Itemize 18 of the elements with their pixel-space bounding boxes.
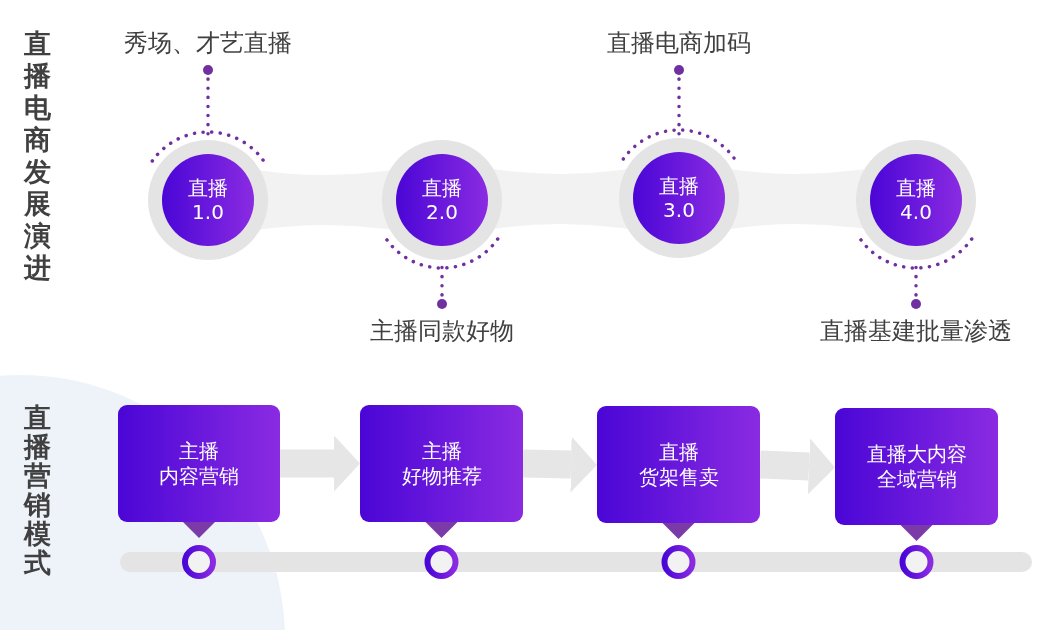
callout-text: 秀场、才艺直播 [124,28,292,58]
mode-card: 直播大内容 全域营销 [835,408,998,525]
stage-circle: 直播 1.0 [148,140,268,260]
callout-text: 直播基建批量渗透 [820,316,1012,346]
mode-card: 直播 货架售卖 [597,406,760,523]
callout-text: 主播同款好物 [370,316,514,346]
block-arrow [759,438,835,495]
block-arrow [280,435,360,492]
stage-circle: 直播 3.0 [619,138,739,258]
vertical-heading: 直播营销模式 [22,403,52,577]
stage-circle: 直播 2.0 [382,140,502,260]
callout-text: 直播电商加码 [607,28,751,58]
stage-circle: 直播 4.0 [856,140,976,260]
block-arrow [522,436,597,493]
mode-card: 主播 内容营销 [118,405,280,522]
leader-line [674,65,684,138]
vertical-heading: 直播电商发展演进 [22,28,52,284]
mode-card: 主播 好物推荐 [360,405,523,522]
